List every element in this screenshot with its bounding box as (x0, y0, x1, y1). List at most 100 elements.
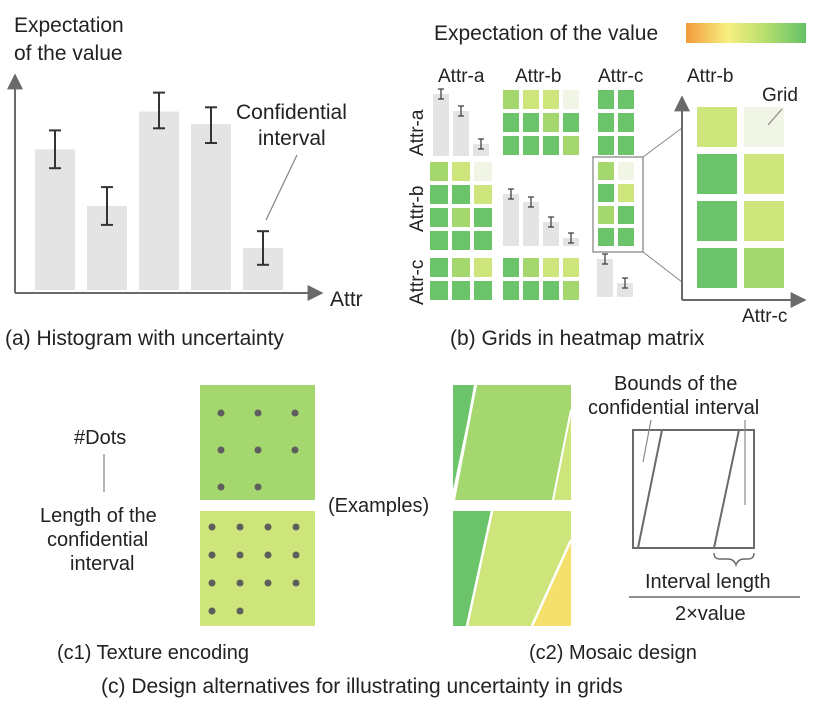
panel-a-y-label-line2: of the value (14, 42, 123, 65)
caption-c1: (c1) Texture encoding (57, 642, 249, 664)
heatmap-cell (474, 185, 492, 204)
heatmap-cell (503, 90, 519, 109)
col-label-attr-b: Attr-b (515, 66, 561, 87)
heatmap-cell (474, 231, 492, 250)
heatmap-cell (430, 258, 448, 277)
grid-label: Grid (762, 85, 798, 106)
texture-dot (254, 446, 262, 454)
mini-histogram-bar (503, 194, 519, 246)
zoom-connector-top (642, 127, 683, 158)
texture-dot (217, 446, 225, 454)
zoom-x-label: Attr-c (742, 306, 787, 327)
heatmap-cell (543, 281, 559, 300)
bounds-label-line1: Bounds of the (614, 373, 737, 395)
row-label-attr-a: Attr-a (407, 109, 428, 156)
heatmap-cell (452, 281, 470, 300)
panel-a-annotation-line1: Confidential (236, 101, 347, 124)
mini-histogram-bar (473, 144, 489, 156)
texture-dots (208, 409, 300, 615)
zoom-grid-cell (744, 201, 784, 241)
mosaic-square-top (453, 384, 572, 501)
col-label-attr-c: Attr-c (598, 66, 643, 87)
mosaic-square-bottom (453, 510, 573, 627)
zoom-cells (697, 107, 784, 288)
heatmap-cell (618, 113, 634, 132)
texture-dot (254, 409, 262, 417)
texture-dot (208, 551, 216, 559)
panel-a-x-label: Attr (330, 288, 363, 311)
caption-c: (c) Design alternatives for illustrating… (101, 675, 623, 698)
heatmap-cell (452, 258, 470, 277)
panel-a-histogram: Expectation of the value Attr Confidenti… (5, 14, 363, 350)
texture-dot (291, 409, 299, 417)
mini-histogram-bar (523, 202, 539, 246)
panel-a-annotation-leader (265, 154, 298, 221)
panel-c-design-alternatives: #Dots Length of the confidential interva… (40, 373, 800, 698)
texture-dot (236, 551, 244, 559)
c1-label-line1: Length of the (40, 505, 157, 527)
zoom-y-label: Attr-b (687, 66, 733, 87)
heatmap-cell (598, 228, 614, 246)
zoom-connector-bottom (642, 251, 683, 283)
heatmap-cell (474, 258, 492, 277)
heatmap-cell (523, 281, 539, 300)
panel-b-caption: (b) Grids in heatmap matrix (450, 327, 705, 350)
texture-dot (236, 579, 244, 587)
zoom-grid-cell (744, 154, 784, 194)
c1-label-dots: #Dots (74, 427, 126, 449)
mini-histogram-bar (617, 283, 633, 297)
matrix-cells (430, 88, 634, 300)
mini-histogram-bar (433, 94, 449, 156)
heatmap-cell (430, 185, 448, 204)
heatmap-cell (598, 162, 614, 180)
heatmap-cell (618, 206, 634, 224)
panel-a-y-label-line1: Expectation (14, 14, 124, 37)
texture-dot (264, 523, 272, 531)
heatmap-cell (430, 162, 448, 181)
bounds-leader-left (642, 419, 652, 463)
histogram-bars (35, 91, 283, 290)
heatmap-cell (543, 113, 559, 132)
texture-dot (236, 523, 244, 531)
heatmap-cell (598, 184, 614, 202)
histogram-bar (191, 124, 231, 290)
texture-dot (264, 579, 272, 587)
zoom-grid-cell (744, 248, 784, 288)
col-label-attr-a: Attr-a (438, 66, 485, 87)
heatmap-cell (618, 136, 634, 155)
heatmap-cell (452, 231, 470, 250)
examples-label: (Examples) (328, 495, 429, 517)
mosaic-schematic-box (632, 429, 755, 549)
heatmap-cell (598, 136, 614, 155)
heatmap-cell (430, 231, 448, 250)
texture-dot (254, 483, 262, 491)
heatmap-cell (598, 90, 614, 109)
mini-histogram-bar (597, 259, 613, 297)
fraction-denominator: 2×value (675, 603, 746, 625)
mini-histogram-bar (543, 222, 559, 246)
panel-b-heatmap-matrix: Expectation of the value Attr-a Attr-b A… (407, 22, 807, 350)
zoom-grid-cell (697, 154, 737, 194)
texture-dot (208, 607, 216, 615)
heatmap-cell (563, 90, 579, 109)
heatmap-cell (452, 162, 470, 181)
schematic-bound-right (713, 429, 740, 549)
heatmap-cell (430, 208, 448, 227)
texture-dot (208, 523, 216, 531)
heatmap-cell (598, 113, 614, 132)
heatmap-cell (474, 281, 492, 300)
heatmap-cell (503, 258, 519, 277)
color-legend-bar (686, 23, 806, 43)
panel-b-legend-title: Expectation of the value (434, 22, 658, 45)
texture-dot (292, 551, 300, 559)
heatmap-cell (543, 136, 559, 155)
bounds-label-line2: confidential interval (588, 397, 759, 419)
heatmap-cell (430, 281, 448, 300)
heatmap-cell (618, 184, 634, 202)
heatmap-cell (563, 136, 579, 155)
heatmap-cell (523, 136, 539, 155)
heatmap-cell (523, 258, 539, 277)
texture-dot (291, 446, 299, 454)
heatmap-cell (503, 113, 519, 132)
